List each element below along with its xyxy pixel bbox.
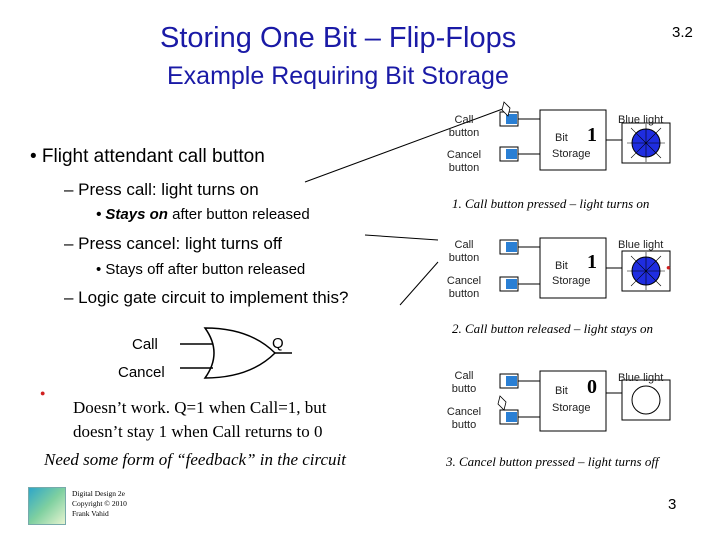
blue-light-label: Blue light: [618, 114, 664, 126]
cancel-button-label: butto: [451, 419, 477, 431]
panel-2-marker: ●: [666, 263, 671, 272]
bullet-press-call: – Press call: light turns on: [64, 180, 259, 199]
cancel-label: Cancel: [446, 275, 482, 287]
call-button-label: button: [448, 252, 480, 264]
footer-line-3: Frank Vahid: [72, 509, 109, 518]
cancel-label: Cancel: [446, 149, 482, 161]
bullet-stays-on: • Stays on after button released: [96, 206, 310, 223]
cancel-button-label: button: [448, 288, 480, 300]
stays-on-emphasis: • Stays on: [96, 206, 168, 223]
bullet-press-cancel: – Press cancel: light turns off: [64, 234, 282, 253]
cancel-button-label: button: [448, 162, 480, 174]
note-line-3: Need some form of “feedback” in the circ…: [44, 450, 347, 469]
circuit-call-label: Call: [132, 336, 158, 353]
call-label: Call: [454, 239, 474, 251]
storage-label: Storage: [552, 402, 591, 414]
blue-light-label: Blue light: [618, 372, 664, 384]
storage-label: Storage: [552, 148, 591, 160]
note-line-2: doesn’t stay 1 when Call returns to 0: [73, 422, 323, 441]
page-number: 3: [668, 496, 677, 513]
storage-label: Storage: [552, 275, 591, 287]
footer-line-1: Digital Design 2e: [72, 489, 125, 498]
note-marker: ●: [40, 388, 46, 398]
bit-label: Bit: [555, 132, 568, 144]
slide-subtitle: Example Requiring Bit Storage: [167, 62, 509, 90]
note-line-1: Doesn’t work. Q=1 when Call=1, but: [73, 398, 327, 417]
section-number: 3.2: [672, 24, 693, 41]
circuit-cancel-label: Cancel: [118, 364, 165, 381]
bullet-logic-gate: – Logic gate circuit to implement this?: [64, 288, 349, 307]
bit-value: 1: [587, 251, 597, 273]
slide-title: Storing One Bit – Flip-Flops: [160, 22, 517, 54]
circuit-q-label: Q: [272, 335, 284, 352]
bit-label: Bit: [555, 385, 568, 397]
panel-1-caption: 1. Call button pressed – light turns on: [452, 196, 650, 211]
panel-1: Call button Cancel button Bit 1 Storage …: [440, 100, 680, 211]
panel-3-caption: 3. Cancel button pressed – light turns o…: [446, 454, 659, 469]
or-gate-diagram: [180, 327, 292, 379]
book-cover-thumbnail: [28, 487, 66, 525]
panel-2: Call button Cancel button Bit 1 Storage …: [440, 235, 680, 336]
call-button-label: butto: [451, 383, 477, 395]
call-label: Call: [454, 370, 474, 382]
panel-3: Call butto Cancel butto Bit 0 Storage Bl…: [440, 368, 680, 469]
stays-on-rest: after button released: [167, 206, 310, 223]
call-button-label: button: [448, 127, 480, 139]
bit-label: Bit: [555, 260, 568, 272]
cancel-label: Cancel: [446, 406, 482, 418]
bit-value: 0: [587, 376, 597, 398]
bit-value: 1: [587, 124, 597, 146]
panel-2-caption: 2. Call button released – light stays on: [452, 321, 654, 336]
footer-line-2: Copyright © 2010: [72, 499, 127, 508]
bullet-main: • Flight attendant call button: [30, 146, 265, 167]
call-label: Call: [454, 114, 474, 126]
bullet-stays-off: • Stays off after button released: [96, 261, 306, 278]
blue-light-label: Blue light: [618, 239, 664, 251]
